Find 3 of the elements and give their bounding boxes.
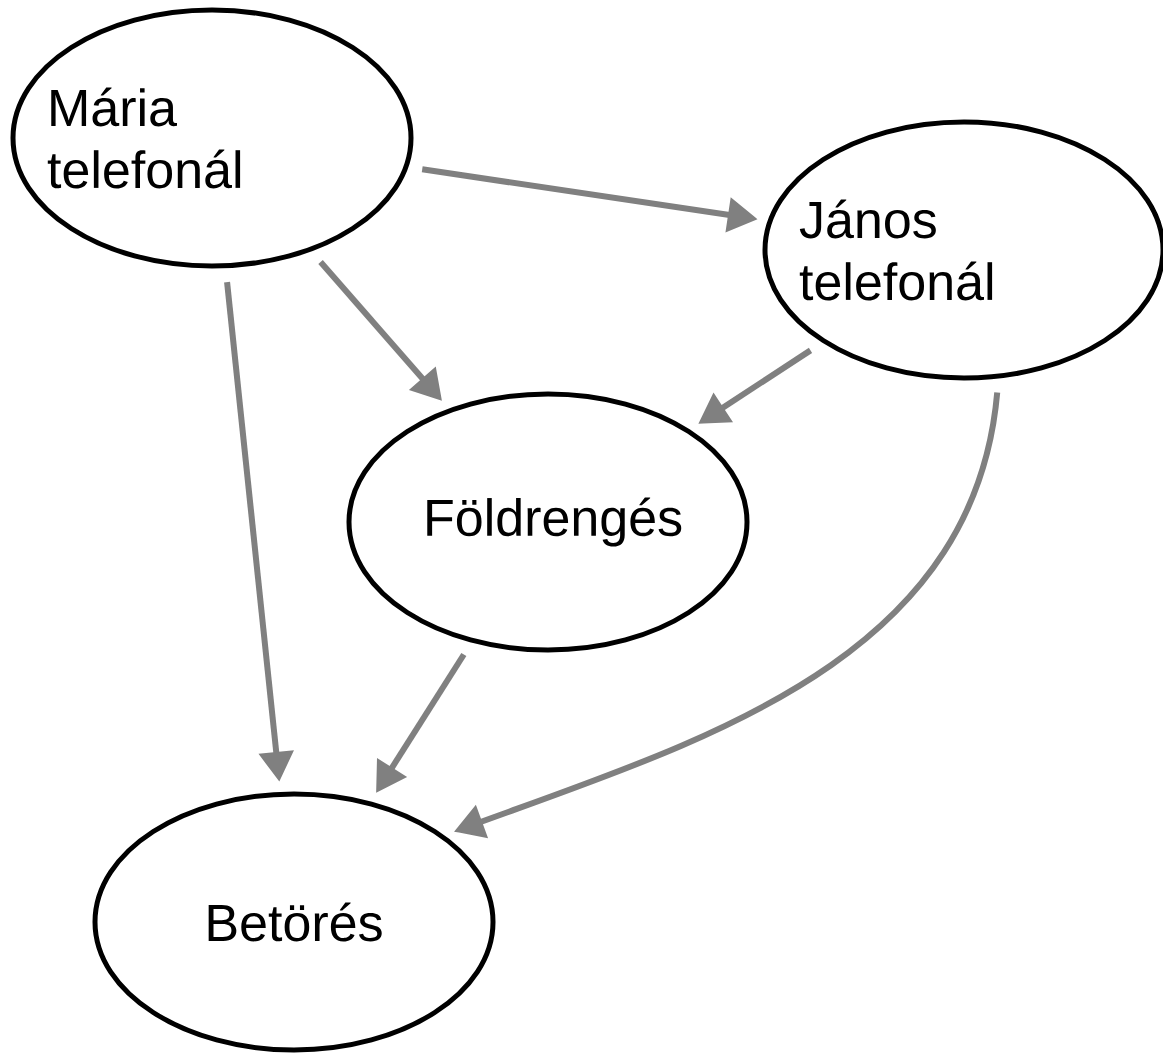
ellipse-node: Betörés: [92, 791, 496, 1053]
ellipse-node: Mária telefonál: [10, 7, 414, 269]
ellipse-node: Földrengés: [346, 391, 750, 653]
